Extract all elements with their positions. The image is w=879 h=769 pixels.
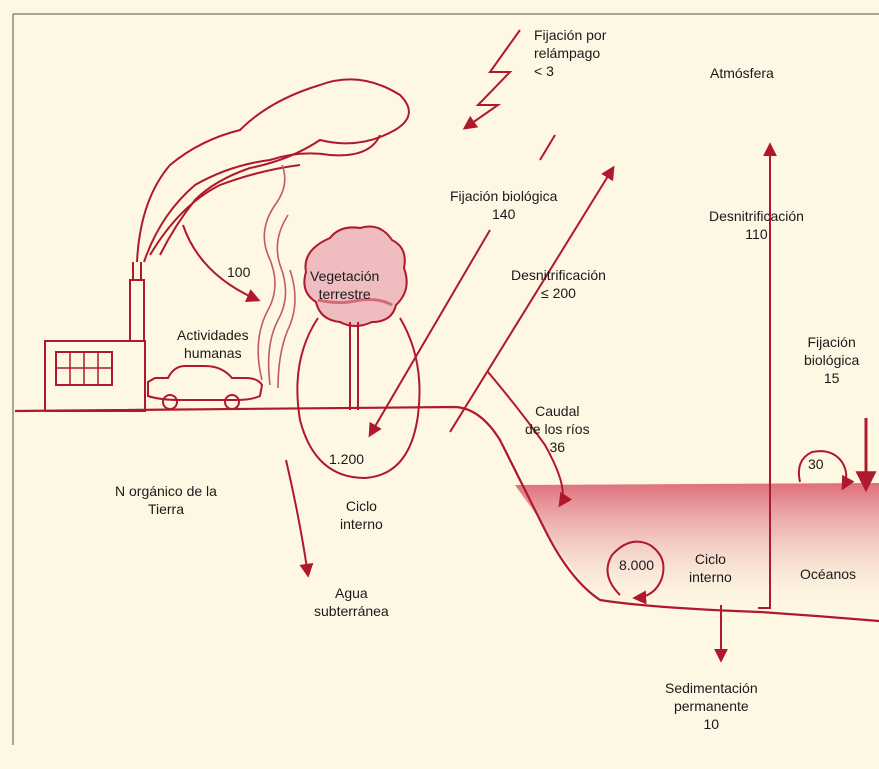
land-internal-cycle-label: Ciclo interno [340,497,383,533]
human-emission-value: 100 [227,263,250,281]
atmosphere-label: Atmósfera [710,64,774,82]
denitrification-ocean-label: Desnitrificación 110 [709,207,804,243]
lightning-label: Fijación por relámpago < 3 [534,26,606,80]
human-activities-label: Actividades humanas [177,326,249,362]
car-icon [148,366,262,409]
groundwater-label: Agua subterránea [314,584,389,620]
organic-n-label: N orgánico de la Tierra [115,482,217,518]
sedimentation-label: Sedimentación permanente 10 [665,679,758,733]
lightning-bolt-icon [465,30,520,128]
bio-fixation-land-label: Fijación biológica 140 [450,187,557,223]
groundwater-arrow [286,460,308,575]
factory-icon [45,262,145,411]
bio-fixation-ocean-label: Fijación biológica 15 [804,333,859,387]
land-pool-value: 1.200 [329,450,364,468]
denitrification-land-label: Desnitrificación ≤ 200 [511,266,606,302]
ocean-internal-cycle-label: Ciclo interno [689,550,732,586]
ocean-pool-value: 8.000 [619,556,654,574]
tree-icon [304,227,406,411]
vegetation-label: Vegetación terrestre [310,267,379,303]
ocean-cycle-value: 30 [808,455,824,473]
oceans-label: Océanos [800,565,856,583]
river-flow-label: Caudal de los ríos 36 [525,402,590,456]
bio-fixation-land-arrow-top [540,135,555,160]
exhaust-wisps [258,165,295,388]
